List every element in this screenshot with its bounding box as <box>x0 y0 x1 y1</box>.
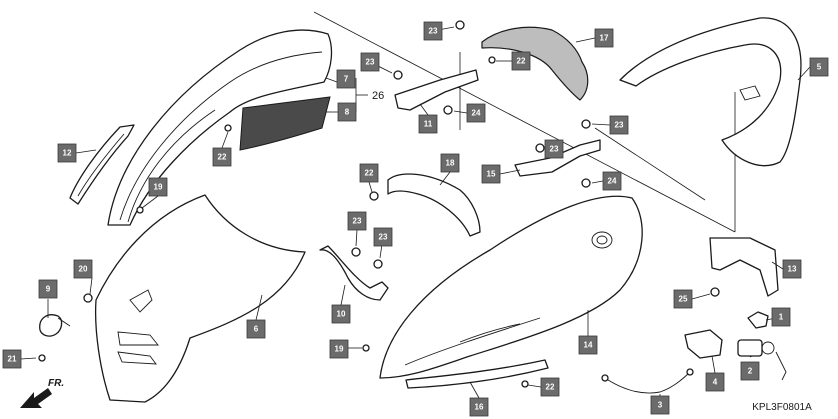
callout-24: 24 <box>466 103 486 123</box>
grab-rail-part <box>619 17 802 167</box>
svg-text:24: 24 <box>608 177 617 186</box>
rail-cover-part <box>481 26 589 101</box>
svg-text:8: 8 <box>345 108 350 117</box>
lower-trim-part <box>405 359 549 389</box>
callout-19: 19 <box>148 177 168 197</box>
front-direction-arrow: FR. <box>20 378 64 408</box>
callout-23: 23 <box>609 115 629 135</box>
svg-text:20: 20 <box>79 265 88 274</box>
svg-text:19: 19 <box>335 345 344 354</box>
callout-23: 23 <box>544 139 564 159</box>
svg-text:14: 14 <box>584 341 593 350</box>
callout-20: 20 <box>73 259 93 279</box>
callout-2: 2 <box>740 361 760 381</box>
callout-18: 18 <box>440 153 460 173</box>
clamp-part <box>39 314 71 337</box>
callout-13: 13 <box>782 259 802 279</box>
main-body-cover-part <box>379 195 643 379</box>
callout-23: 23 <box>423 21 443 41</box>
key-cylinder-part <box>737 339 787 381</box>
callout-7: 7 <box>336 69 356 89</box>
callout-9: 9 <box>38 279 58 299</box>
svg-text:18: 18 <box>446 159 455 168</box>
svg-text:17: 17 <box>600 34 609 43</box>
svg-text:24: 24 <box>472 109 481 118</box>
svg-text:2: 2 <box>748 367 753 376</box>
callout-15: 15 <box>481 164 501 184</box>
side-panel-part <box>239 96 331 151</box>
svg-text:13: 13 <box>788 265 797 274</box>
callout-22: 22 <box>359 163 379 183</box>
callout-25: 25 <box>673 289 693 309</box>
callout-23: 23 <box>373 227 393 247</box>
reference-lines <box>313 11 736 233</box>
side-garnish-part <box>69 124 135 205</box>
callout-22: 22 <box>540 377 560 397</box>
svg-text:1: 1 <box>779 313 784 322</box>
rear-upper-cover-part <box>107 29 333 226</box>
callout-24: 24 <box>602 171 622 191</box>
callout-14: 14 <box>578 335 598 355</box>
clip-part <box>747 311 769 329</box>
svg-text:6: 6 <box>254 325 259 334</box>
callout-23: 23 <box>347 211 367 231</box>
latch-part <box>684 329 723 359</box>
svg-text:16: 16 <box>475 403 484 412</box>
mounting-bracket-part <box>319 245 389 301</box>
svg-text:3: 3 <box>658 401 663 410</box>
svg-text:4: 4 <box>713 378 718 387</box>
callout-5: 5 <box>809 57 829 77</box>
svg-text:22: 22 <box>365 169 374 178</box>
svg-text:21: 21 <box>8 355 17 364</box>
svg-text:23: 23 <box>615 121 624 130</box>
svg-text:23: 23 <box>379 233 388 242</box>
callout-1: 1 <box>771 307 791 327</box>
callout-17: 17 <box>594 28 614 48</box>
svg-text:5: 5 <box>817 63 822 72</box>
svg-text:23: 23 <box>550 145 559 154</box>
svg-text:19: 19 <box>154 183 163 192</box>
callout-3: 3 <box>650 395 670 415</box>
svg-text:22: 22 <box>546 383 555 392</box>
callout-19: 19 <box>329 339 349 359</box>
svg-text:9: 9 <box>46 285 51 294</box>
svg-text:23: 23 <box>353 217 362 226</box>
callout-6: 6 <box>246 319 266 339</box>
front-direction-label: FR. <box>48 378 64 389</box>
callout-8: 8 <box>337 102 357 122</box>
fasteners <box>38 20 720 388</box>
rear-garnish-part <box>387 173 481 237</box>
callout-12: 12 <box>57 143 77 163</box>
callout-11: 11 <box>418 114 438 134</box>
svg-text:11: 11 <box>424 120 433 129</box>
callout-22: 22 <box>212 147 232 167</box>
reference-number-26: 26 <box>372 90 384 102</box>
callout-22: 22 <box>511 51 531 71</box>
callout-10: 10 <box>331 304 351 324</box>
svg-text:23: 23 <box>429 27 438 36</box>
callout-boxes: 1 2 3 4 5 6 7 8 9 10 11 12 13 14 15 16 1… <box>2 21 829 417</box>
figure-code: KPL3F0801A <box>752 402 812 413</box>
svg-text:23: 23 <box>366 58 375 67</box>
svg-text:22: 22 <box>517 57 526 66</box>
svg-text:10: 10 <box>337 310 346 319</box>
svg-text:15: 15 <box>487 170 496 179</box>
svg-text:7: 7 <box>344 75 349 84</box>
svg-text:12: 12 <box>63 149 72 158</box>
callout-16: 16 <box>469 397 489 417</box>
reference-26: 26 <box>355 78 384 112</box>
callout-23: 23 <box>360 52 380 72</box>
hinge-bracket-part <box>709 237 779 297</box>
front-body-cover-part <box>94 194 306 403</box>
callout-4: 4 <box>705 372 725 392</box>
svg-text:22: 22 <box>218 153 227 162</box>
center-bracket-part <box>394 69 479 111</box>
release-cable-part <box>601 368 694 394</box>
callout-21: 21 <box>2 349 22 369</box>
svg-text:25: 25 <box>679 295 688 304</box>
